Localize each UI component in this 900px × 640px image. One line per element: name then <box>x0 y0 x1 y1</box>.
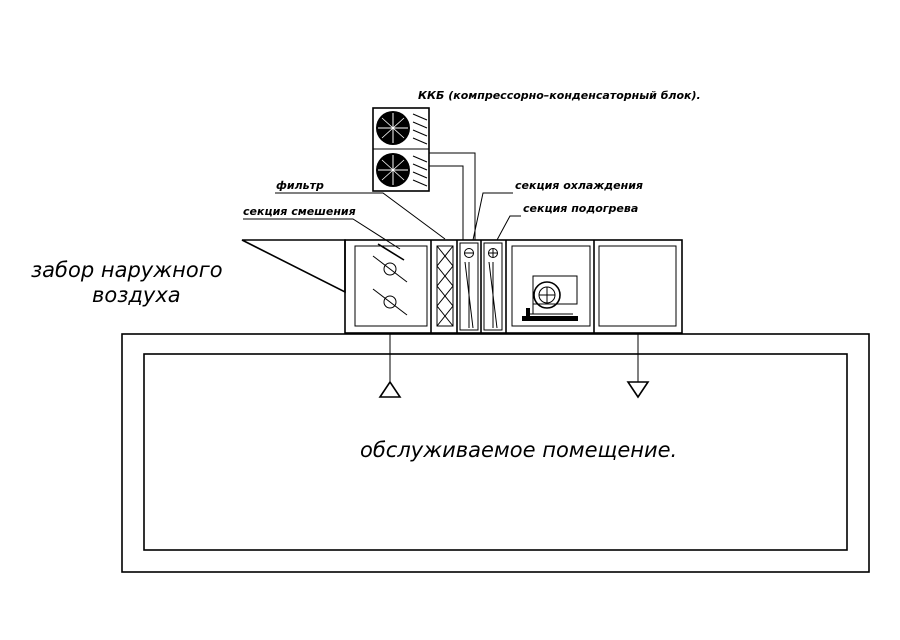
heating-section <box>483 242 503 331</box>
return-air-duct <box>378 333 402 398</box>
supply-air-duct <box>626 333 650 399</box>
unit-casing <box>344 239 683 334</box>
supply-fan-icon <box>522 275 578 321</box>
condenser-fan-bottom <box>376 153 410 187</box>
label-heating-section: секция подогрева <box>523 202 638 215</box>
fan-section <box>511 245 591 327</box>
condensing-unit <box>372 107 430 192</box>
air-handling-unit <box>241 239 683 334</box>
label-cooling-section: секция охлаждения <box>515 179 643 192</box>
label-air-intake-line1: забор наружного <box>31 258 223 282</box>
intake-hood <box>241 239 346 294</box>
label-mixing-section: секция смешения <box>243 205 356 218</box>
refrigerant-pipes <box>429 152 476 240</box>
filter-section <box>436 245 454 327</box>
label-served-room: обслуживаемое помещение. <box>360 438 677 462</box>
leader-lines <box>243 192 521 250</box>
mixing-section <box>354 243 428 327</box>
condenser-fins <box>412 113 428 187</box>
condenser-fan-top <box>376 111 410 145</box>
label-kkb: ККБ (компрессорно–конденсаторный блок). <box>418 89 701 102</box>
label-filter: фильтр <box>276 179 324 192</box>
outlet-section <box>598 245 677 327</box>
cooling-section <box>459 242 479 331</box>
label-air-intake-line2: воздуха <box>92 283 181 307</box>
room-outer-wall <box>121 333 870 573</box>
room-inner-wall <box>143 353 848 551</box>
